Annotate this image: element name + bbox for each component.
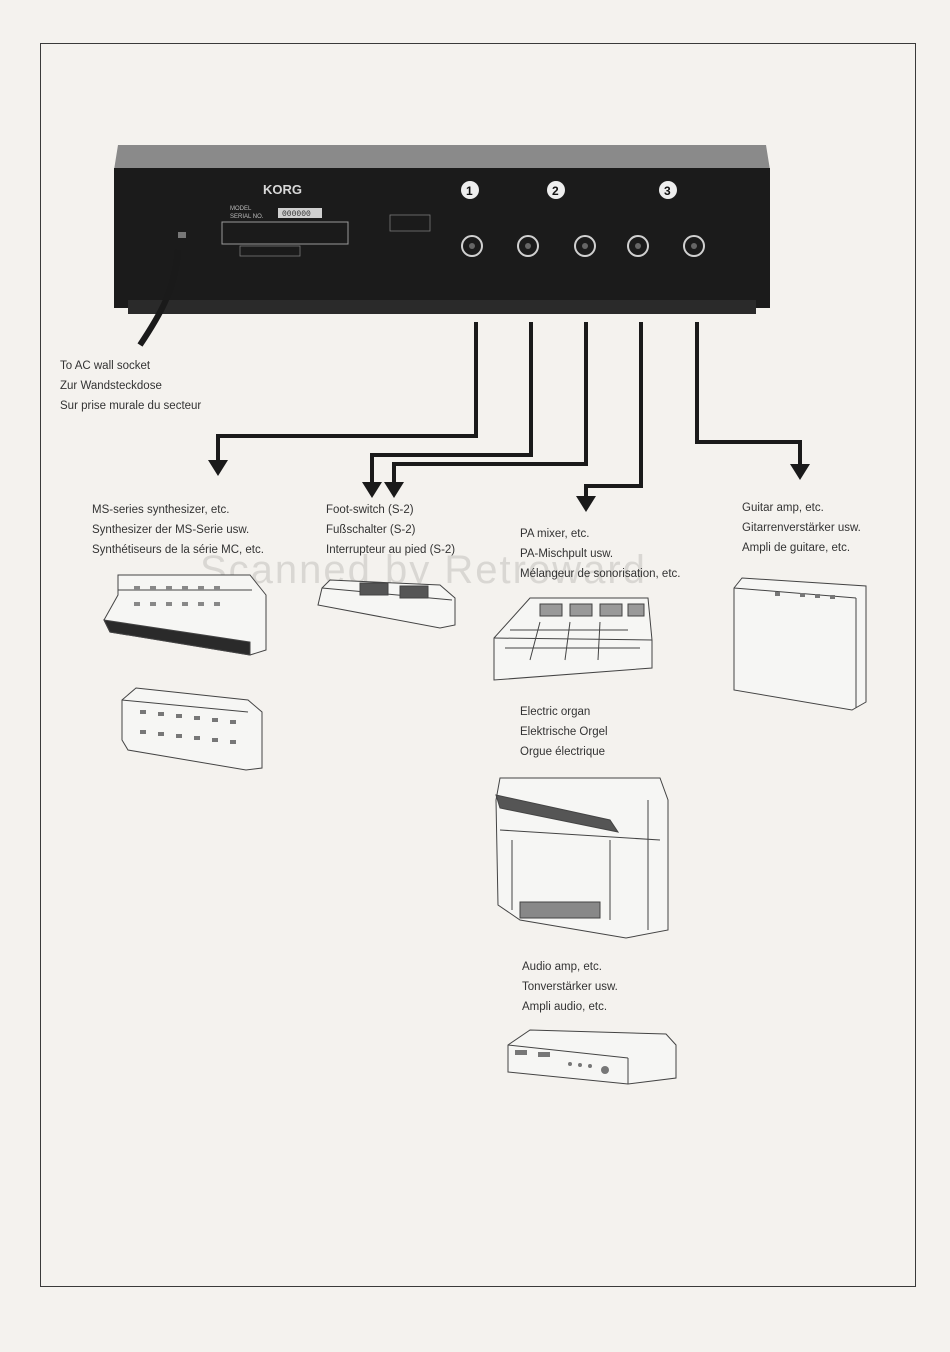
pa-mixer-label: PA mixer, etc. PA-Mischpult usw. Mélange… <box>520 528 681 580</box>
brand-logo: KORG <box>263 182 302 197</box>
foot-switch-label: Foot-switch (S-2) Fußschalter (S-2) Inte… <box>326 504 456 556</box>
guitar-amp-label: Guitar amp, etc. Gitarrenverstärker usw.… <box>742 502 861 554</box>
electric-organ-illustration <box>495 777 669 939</box>
serial-value: 000000 <box>282 210 311 219</box>
svg-text:3: 3 <box>664 184 671 198</box>
electric-organ-label: Electric organ Elektrische Orgel Orgue é… <box>520 706 608 758</box>
guitar-amp-illustration <box>733 577 867 711</box>
svg-text:1: 1 <box>466 184 473 198</box>
page-border <box>40 43 916 1287</box>
connection-cables <box>216 322 802 500</box>
ac-socket-label: To AC wall socket Zur Wandsteckdose Sur … <box>60 360 202 412</box>
port-2-marker <box>547 181 565 199</box>
serial-label: SERIAL NO. <box>230 214 264 220</box>
ms-synth-label: MS-series synthesizer, etc. Synthesizer … <box>92 504 264 556</box>
port-3-marker <box>659 181 677 199</box>
arrowheads <box>208 460 810 512</box>
svg-text:2: 2 <box>552 184 559 198</box>
audio-amp-label: Audio amp, etc. Tonverstärker usw. Ampli… <box>522 961 618 1013</box>
port-1-marker <box>461 181 479 199</box>
ac-cord <box>137 249 181 347</box>
ms-synth-keyboard-illustration <box>103 574 267 656</box>
pa-mixer-illustration <box>493 597 653 681</box>
device-rear-panel: KORG MODEL SERIAL NO. 000000 1 2 3 <box>114 145 770 314</box>
ms-synth-module-illustration <box>121 687 263 771</box>
model-label: MODEL <box>230 206 252 212</box>
audio-amp-illustration <box>507 1029 677 1085</box>
foot-switch-illustration <box>317 579 456 629</box>
